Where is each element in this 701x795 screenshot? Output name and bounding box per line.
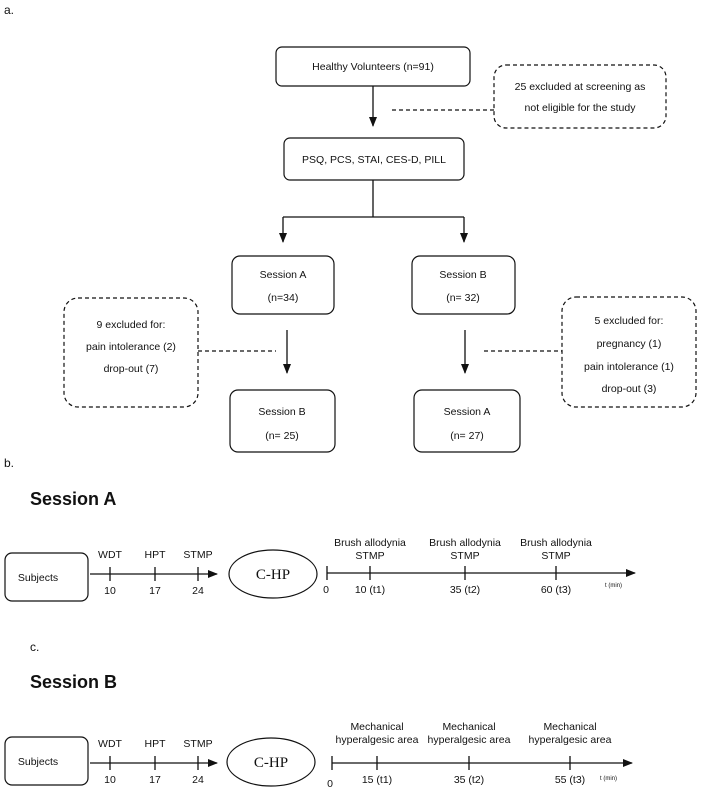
session-a-measurement-time-2: 35 (t2) bbox=[450, 584, 480, 596]
panel-label-a: a. bbox=[4, 3, 14, 17]
session-a-pretest-label-1: WDT bbox=[98, 549, 122, 561]
screening-exclusion-box: 25 excluded at screening as not eligible… bbox=[493, 64, 667, 129]
right-first-session-count: (n= 32) bbox=[446, 292, 480, 304]
session-a-pretest-time-1: 10 bbox=[104, 585, 116, 597]
session-b-measurement-time-1: 15 (t1) bbox=[362, 774, 392, 786]
right-first-session-box: Session B (n= 32) bbox=[411, 255, 516, 315]
left-second-session-title: Session B bbox=[258, 406, 305, 418]
questionnaires-label: PSQ, PCS, STAI, CES-D, PILL bbox=[302, 154, 446, 166]
left-first-session-title: Session A bbox=[260, 269, 307, 281]
session-b-measurement-label-3-line-2: hyperalgesic area bbox=[529, 734, 612, 746]
session-a-measurement-label-2-line-2: STMP bbox=[450, 550, 479, 562]
session-b-measurement-time-3: 55 (t3) bbox=[555, 774, 585, 786]
session-a-pretests: WDT 10 HPT 17 STMP 24 bbox=[98, 549, 213, 597]
session-b-measurement-label-1-line-2: hyperalgesic area bbox=[336, 734, 419, 746]
panel-label-c: c. bbox=[30, 640, 39, 654]
right-second-session-box: Session A (n= 27) bbox=[413, 389, 521, 453]
session-b-pretest-label-1: WDT bbox=[98, 738, 122, 750]
session-b-measurement-label-1-line-1: Mechanical bbox=[350, 721, 403, 733]
right-exclusion-line-2: pregnancy (1) bbox=[597, 338, 662, 350]
session-a-pretest-time-2: 17 bbox=[149, 585, 161, 597]
session-b-title: Session B bbox=[30, 672, 117, 692]
session-a-procedure-label: C-HP bbox=[256, 567, 290, 583]
right-first-session-title: Session B bbox=[439, 269, 486, 281]
session-a-measurement-time-3: 60 (t3) bbox=[541, 584, 571, 596]
session-a-measurement-label-1-line-1: Brush allodynia bbox=[334, 537, 406, 549]
session-a-title: Session A bbox=[30, 489, 116, 509]
session-b-measurement-label-2-line-1: Mechanical bbox=[442, 721, 495, 733]
left-first-session-box: Session A (n=34) bbox=[231, 255, 335, 315]
session-b-pretest-label-3: STMP bbox=[183, 738, 212, 750]
session-b-procedure: C-HP bbox=[226, 737, 316, 787]
session-b-measurement-time-2: 35 (t2) bbox=[454, 774, 484, 786]
session-b-pretest-time-2: 17 bbox=[149, 774, 161, 786]
right-exclusion-box: 5 excluded for: pregnancy (1) pain intol… bbox=[561, 296, 697, 408]
panel-label-b: b. bbox=[4, 456, 14, 470]
session-b-pretest-time-3: 24 bbox=[192, 774, 204, 786]
left-exclusion-line-3: drop-out (7) bbox=[104, 363, 159, 375]
questionnaires-box: PSQ, PCS, STAI, CES-D, PILL bbox=[283, 137, 465, 181]
session-a-pretest-label-2: HPT bbox=[145, 549, 167, 561]
session-b-subjects-label: Subjects bbox=[18, 756, 58, 768]
session-a-axis-unit: t (min) bbox=[605, 583, 622, 589]
session-a-procedure: C-HP bbox=[228, 549, 318, 599]
right-exclusion-line-1: 5 excluded for: bbox=[595, 315, 664, 327]
session-b-start-label: 0 bbox=[327, 778, 333, 790]
screening-exclusion-line-1: 25 excluded at screening as bbox=[515, 81, 646, 93]
session-b-pretest-time-1: 10 bbox=[104, 774, 116, 786]
session-a-subjects-label: Subjects bbox=[18, 572, 58, 584]
left-second-session-count: (n= 25) bbox=[265, 430, 299, 442]
session-a-pretest-time-3: 24 bbox=[192, 585, 204, 597]
left-exclusion-line-2: pain intolerance (2) bbox=[86, 341, 176, 353]
session-b-measurement-label-3-line-1: Mechanical bbox=[543, 721, 596, 733]
left-second-session-box: Session B (n= 25) bbox=[229, 389, 336, 453]
left-exclusion-line-1: 9 excluded for: bbox=[97, 319, 166, 331]
right-second-session-title: Session A bbox=[444, 406, 491, 418]
left-exclusion-box: 9 excluded for: pain intolerance (2) dro… bbox=[63, 297, 199, 408]
screening-exclusion-line-2: not eligible for the study bbox=[525, 102, 637, 114]
session-b-axis-unit: t (min) bbox=[600, 776, 617, 782]
session-b-subjects-box: Subjects bbox=[4, 736, 89, 786]
left-first-session-count: (n=34) bbox=[268, 292, 299, 304]
right-second-session-count: (n= 27) bbox=[450, 430, 484, 442]
session-a-measurement-label-2-line-1: Brush allodynia bbox=[429, 537, 501, 549]
session-a-subjects-box: Subjects bbox=[4, 552, 89, 602]
session-a-measurement-time-1: 10 (t1) bbox=[355, 584, 385, 596]
session-b-procedure-label: C-HP bbox=[254, 755, 288, 771]
session-a-start-label: 0 bbox=[323, 584, 329, 596]
session-a-measurement-label-3-line-2: STMP bbox=[541, 550, 570, 562]
session-b-measurement-label-2-line-2: hyperalgesic area bbox=[428, 734, 511, 746]
session-a-pretest-label-3: STMP bbox=[183, 549, 212, 561]
session-b-pretest-label-2: HPT bbox=[145, 738, 167, 750]
healthy-volunteers-label: Healthy Volunteers (n=91) bbox=[312, 61, 434, 73]
right-exclusion-line-4: drop-out (3) bbox=[602, 383, 657, 395]
right-exclusion-line-3: pain intolerance (1) bbox=[584, 361, 674, 373]
healthy-volunteers-box: Healthy Volunteers (n=91) bbox=[275, 46, 471, 87]
session-b-pretests: WDT 10 HPT 17 STMP 24 bbox=[98, 738, 213, 786]
session-a-measurement-label-3-line-1: Brush allodynia bbox=[520, 537, 592, 549]
session-a-measurement-label-1-line-2: STMP bbox=[355, 550, 384, 562]
